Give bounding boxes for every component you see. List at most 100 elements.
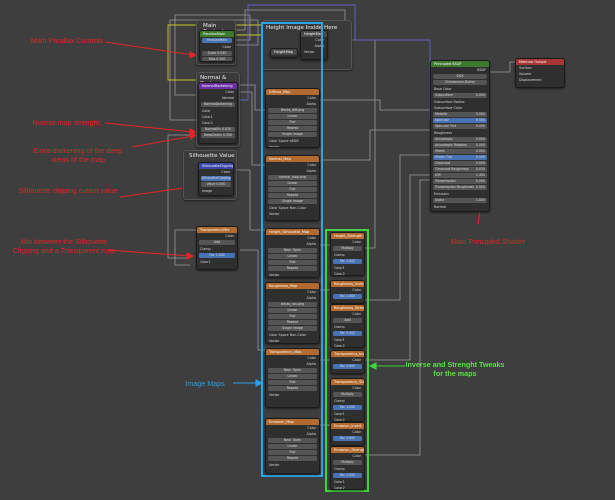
node-material-output[interactable]: Material Output Surface Volume Displacem… (515, 58, 565, 88)
image-map-ext-select[interactable]: Repeat (268, 126, 317, 131)
image-map-alpha-out[interactable]: Alpha (306, 169, 316, 173)
image-map-ext-select[interactable]: Repeat (268, 386, 317, 391)
normal-color-in[interactable]: Color (202, 109, 211, 113)
principled-sss-select[interactable]: Christensen-Burley (433, 80, 487, 85)
image-map-alpha-out[interactable]: Alpha (306, 242, 316, 246)
tweak-fac-field[interactable]: Fac 1.000 (333, 294, 362, 299)
mix-color1-in[interactable]: Color1 (200, 260, 211, 264)
image-map-open-button[interactable]: Open (292, 368, 302, 372)
image-map-colorspace[interactable]: Color Space sRGB (266, 138, 319, 144)
node-height-sub[interactable]: HeightMap (270, 48, 298, 58)
tweak-color2-in[interactable]: Color2 (334, 486, 345, 490)
image-map-open-button[interactable]: Open (292, 438, 302, 442)
tweak-clamp-checkbox[interactable]: Clamp (334, 253, 345, 257)
tweak-fac-field[interactable]: Fac 1.000 (333, 473, 362, 478)
tweak-color-out[interactable]: Color (352, 240, 361, 244)
silhouette-datablock-field[interactable]: SilhouetteClipping (201, 176, 231, 181)
image-map-alpha-out[interactable]: Alpha (306, 362, 316, 366)
image-map-interp-select[interactable]: Linear (268, 444, 317, 449)
tweak-color-out[interactable]: Color (352, 454, 361, 458)
principled-input-socket[interactable]: Emission (434, 192, 449, 196)
output-volume-in[interactable]: Volume (519, 72, 532, 76)
tweak-mode-select[interactable]: Multiply (333, 460, 362, 465)
principled-input-socket[interactable]: Subsurface Radius (434, 100, 465, 104)
image-map-ext-select[interactable]: Repeat (268, 266, 317, 271)
image-map-proj-select[interactable]: Flat (268, 187, 317, 192)
image-map-file-field[interactable]: normal_map.png (268, 175, 317, 180)
silhouette-value-field[interactable]: Value 0.500 (201, 182, 231, 187)
tweak-color2-in[interactable]: Color2 (334, 272, 345, 276)
image-map-alpha-out[interactable]: Alpha (306, 102, 316, 106)
tweak-color2-in[interactable]: Color2 (334, 344, 345, 348)
node-tweak[interactable]: Roughness_StrengthColorAddClampFac 0.500… (330, 304, 365, 348)
image-map-file-field[interactable]: Bricks_diff.png (268, 108, 317, 113)
image-map-ext-select[interactable]: Repeat (268, 320, 317, 325)
image-map-ext-select[interactable]: Repeat (268, 193, 317, 198)
tweak-fac-field[interactable]: Fac 1.000 (333, 405, 362, 410)
tweak-color-out[interactable]: Color (352, 430, 361, 434)
image-map-interp-select[interactable]: Linear (268, 308, 317, 313)
height-vector-in[interactable]: Vector (304, 50, 315, 54)
image-map-new-button[interactable]: New (283, 368, 291, 372)
image-map-source-select[interactable]: Single Image (268, 132, 317, 137)
image-map-proj-select[interactable]: Flat (268, 380, 317, 385)
mix-clamp-checkbox[interactable]: Clamp (200, 247, 211, 251)
image-map-interp-select[interactable]: Linear (268, 114, 317, 119)
tweak-color-out[interactable]: Color (352, 288, 361, 292)
image-map-vector-in[interactable]: Vector (269, 339, 280, 343)
image-map-vector-in[interactable]: Vector (269, 212, 280, 216)
image-map-color-out[interactable]: Color (307, 236, 316, 240)
normal-color1-in[interactable]: Color1 (202, 115, 213, 119)
principled-bsdf-out[interactable]: BSDF (477, 68, 486, 72)
image-map-vector-in[interactable]: Vector (269, 393, 280, 397)
output-surface-in[interactable]: Surface (519, 66, 532, 70)
image-map-color-out[interactable]: Color (307, 356, 316, 360)
parallax-color-socket[interactable]: Color (222, 45, 231, 49)
silhouette-color-out[interactable]: Color (221, 170, 230, 174)
principled-input-socket[interactable]: Normal (434, 205, 446, 209)
image-map-interp-select[interactable]: Linear (268, 181, 317, 186)
image-map-vector-in[interactable]: Vector (269, 273, 280, 277)
principled-input-socket[interactable]: Base Color (434, 87, 452, 91)
output-displacement-in[interactable]: Displacement (519, 78, 542, 82)
normal-strength-field[interactable]: NormalStr 0.020 (201, 127, 235, 132)
image-map-color-out[interactable]: Color (307, 96, 316, 100)
node-height-map[interactable]: HeightMap Color Alpha Vector (300, 30, 328, 60)
height-alpha-out[interactable]: Alpha (314, 44, 324, 48)
principled-input-socket[interactable]: Roughness (434, 131, 452, 135)
tweak-color1-in[interactable]: Color1 (334, 412, 345, 416)
normal-normal-out[interactable]: Normal (222, 96, 234, 100)
node-transparency-mix[interactable]: TransparencyMix Color Add Clamp Fac 1.00… (196, 226, 238, 270)
image-map-proj-select[interactable]: Flat (268, 120, 317, 125)
image-map-interp-select[interactable]: Linear (268, 254, 317, 259)
node-principled-bsdf[interactable]: Principled BSDF BSDF GGX Christensen-Bur… (430, 60, 490, 212)
image-map-colorspace[interactable]: Color Space Non-Color (266, 332, 319, 338)
tweak-fac-field[interactable]: Fac 1.000 (333, 436, 362, 441)
tweak-color1-in[interactable]: Color1 (334, 338, 345, 342)
parallax-datablock-field[interactable]: ParallaxMain (202, 38, 232, 43)
node-parallax-main[interactable]: ParallaxMain ParallaxMain Color Scale 0.… (199, 30, 235, 62)
tweak-color-out[interactable]: Color (352, 312, 361, 316)
parallax-scale-field[interactable]: Scale 0.030 (202, 51, 232, 56)
image-map-vector-in[interactable]: Vector (269, 145, 280, 148)
